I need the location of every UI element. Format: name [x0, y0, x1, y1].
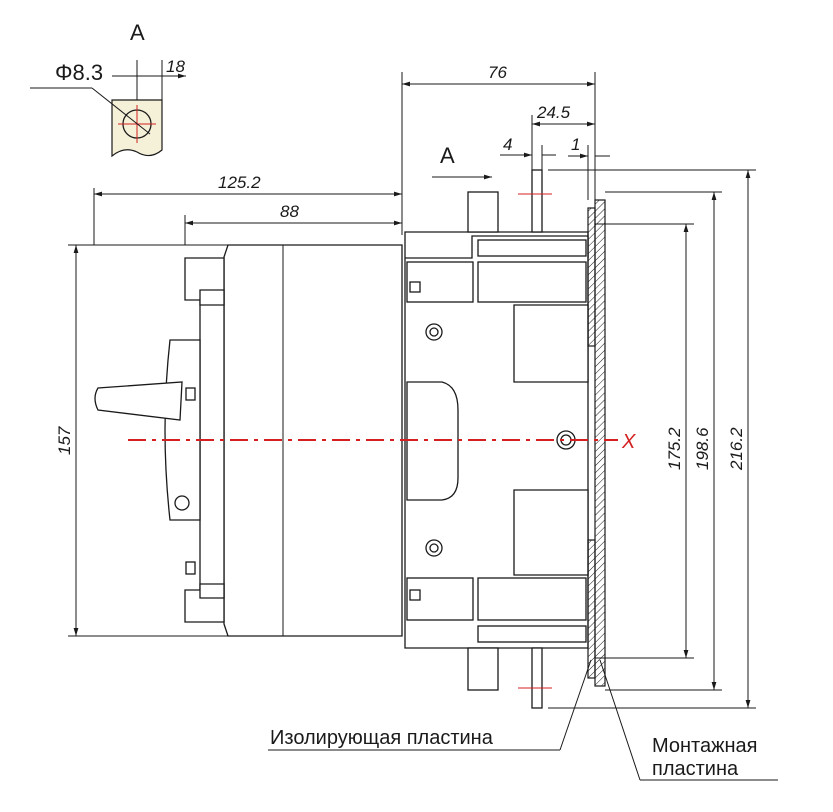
top-terminal-block — [406, 261, 474, 303]
leader-labels: Изолирующая пластина Монтажная пластина — [268, 659, 778, 781]
terminal-brackets — [467, 169, 552, 709]
handle-pivot — [164, 339, 201, 521]
handle-screw — [174, 495, 190, 511]
dim-157-text: 157 — [55, 426, 74, 455]
top-terminal-screw — [409, 281, 421, 293]
dim-76-text: 76 — [488, 63, 507, 82]
mounting-leader — [599, 659, 641, 781]
lower-fixing-screw-inner — [429, 543, 439, 553]
mounting-plate-label-2: пластина — [652, 758, 739, 780]
top-terminal-slot — [477, 239, 587, 257]
view-a-detail: A 18 Φ8.3 — [30, 20, 186, 158]
insulating-plate-label: Изолирующая пластина — [270, 727, 494, 749]
top-terminal-chamber — [477, 261, 587, 303]
insulating-leader — [559, 659, 592, 751]
bottom-terminal-screw — [409, 589, 421, 601]
top-bracket-plate — [531, 169, 543, 233]
view-arrow-letter: A — [440, 143, 455, 168]
dim-1-text: 1 — [571, 135, 580, 154]
mounting-plate-label-1: Монтажная — [652, 735, 758, 757]
dim-4-text: 4 — [503, 135, 512, 154]
dim-1986-text: 198.6 — [693, 427, 712, 470]
view-a-letter: A — [130, 20, 145, 45]
upper-cavity — [513, 304, 589, 383]
dim-1252-text: 125.2 — [218, 173, 261, 192]
handle-pin-bottom — [185, 561, 196, 575]
plates — [587, 199, 606, 687]
dim-245-text: 24.5 — [536, 103, 571, 122]
right-dimensions: 175.2 198.6 216.2 — [548, 169, 756, 709]
axis-x-label: X — [621, 431, 636, 453]
insulating-plate-top — [587, 207, 596, 347]
diameter-text: Φ8.3 — [55, 60, 103, 85]
top-dimensions: 76 24.5 4 1 A 125.2 88 — [93, 63, 610, 245]
mounting-plate — [594, 199, 606, 687]
bottom-bracket-plate — [531, 647, 543, 709]
bottom-terminal-slot — [477, 625, 587, 643]
diameter-leader — [91, 87, 151, 135]
left-dimension: 157 — [55, 244, 230, 637]
dim-1752-text: 175.2 — [665, 427, 684, 470]
breaker-base — [404, 231, 589, 649]
dim-2162-text: 216.2 — [727, 427, 746, 471]
middle-recess — [406, 381, 459, 501]
lower-cavity — [513, 489, 589, 576]
bottom-bracket-lug — [467, 647, 499, 691]
bottom-terminal-chamber — [477, 577, 587, 621]
operating-handle — [94, 381, 183, 421]
axis-x: X — [128, 431, 636, 453]
dim-18-text: 18 — [166, 57, 185, 76]
insulating-plate-bottom — [587, 539, 596, 679]
top-bracket-lug — [467, 191, 499, 233]
handle-pin-top — [185, 387, 196, 401]
handle-base-bottom-step — [199, 583, 225, 599]
handle-base-top-step — [199, 289, 225, 306]
upper-fixing-screw-inner — [429, 327, 439, 337]
dim-88-text: 88 — [280, 202, 299, 221]
